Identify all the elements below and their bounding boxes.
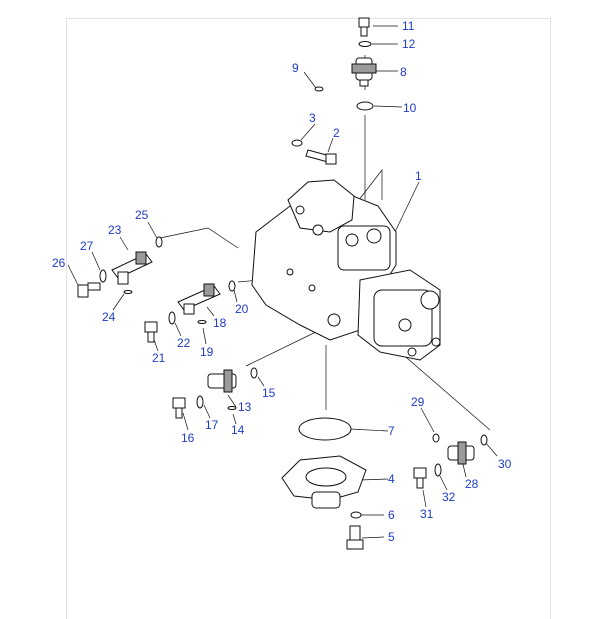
main-pump-assembly [251, 179, 441, 361]
leader-32 [439, 475, 448, 491]
assembly-line-30 [399, 351, 491, 431]
leader-31 [422, 489, 427, 508]
callout-3: 3 [309, 111, 316, 125]
oring-22 [168, 311, 176, 325]
callout-32: 32 [442, 490, 456, 504]
callout-25: 25 [135, 208, 149, 222]
leader-25 [147, 221, 159, 241]
callout-13: 13 [238, 400, 252, 414]
callout-4: 4 [388, 472, 395, 486]
callout-16: 16 [181, 431, 195, 445]
leader-14 [232, 413, 237, 425]
leader-22 [174, 322, 182, 337]
callout-7: 7 [388, 424, 395, 438]
washer-3 [291, 139, 303, 147]
bolt-31 [413, 467, 427, 489]
bolt-26 [77, 282, 101, 298]
leader-1 [394, 181, 420, 233]
leader-4 [359, 478, 389, 481]
bolt-21 [144, 321, 158, 343]
leader-29 [420, 407, 435, 433]
callout-22: 22 [177, 336, 191, 350]
callout-5: 5 [388, 530, 395, 544]
leader-30 [484, 441, 498, 457]
leader-24 [112, 293, 125, 311]
callout-15: 15 [262, 386, 276, 400]
oring-9 [314, 86, 324, 92]
assembly-line-15 [245, 329, 321, 367]
leader-18 [206, 306, 215, 317]
callout-24: 24 [102, 310, 116, 324]
callout-18: 18 [213, 316, 227, 330]
flange-4 [281, 455, 367, 509]
callout-11: 11 [402, 19, 415, 33]
oring-20 [228, 280, 236, 292]
bolt-2 [305, 149, 337, 165]
callout-27: 27 [80, 239, 94, 253]
callout-31: 31 [420, 507, 434, 521]
callout-29: 29 [411, 395, 425, 409]
callout-labels: 1 2 3 4 5 6 7 8 9 10 11 12 13 14 15 16 1… [52, 19, 512, 544]
callout-2: 2 [333, 126, 340, 140]
leader-20 [233, 289, 238, 303]
callout-14: 14 [231, 423, 245, 437]
oring-25 [155, 236, 163, 248]
leader-15 [257, 376, 265, 387]
assembly-line-25 [159, 227, 239, 249]
oring-32 [434, 463, 442, 477]
leader-9 [303, 71, 317, 89]
leader-10 [373, 105, 403, 108]
callout-20: 20 [235, 302, 249, 316]
callout-12: 12 [402, 37, 416, 51]
oring-14 [227, 406, 237, 410]
bolt-5 [346, 525, 364, 550]
oring-27 [99, 269, 107, 283]
leader-26 [67, 264, 79, 286]
leader-lines [67, 25, 498, 539]
leader-7 [349, 428, 389, 432]
bolt-11 [358, 17, 370, 37]
oring-29 [432, 433, 440, 443]
oring-10 [356, 101, 374, 111]
leader-17 [203, 404, 211, 419]
bolt-16 [172, 397, 186, 419]
callout-1: 1 [415, 169, 422, 183]
callout-23: 23 [108, 223, 122, 237]
oring-15 [250, 367, 258, 379]
oring-19 [197, 320, 207, 324]
callout-21: 21 [152, 351, 166, 365]
callout-10: 10 [403, 101, 417, 115]
callout-30: 30 [498, 457, 512, 471]
callout-6: 6 [388, 508, 395, 522]
oring-7 [298, 417, 352, 441]
washer-6 [350, 511, 362, 519]
callout-28: 28 [465, 477, 479, 491]
washer-12 [358, 41, 372, 47]
leader-3 [300, 123, 316, 141]
oring-24 [123, 290, 133, 294]
callout-8: 8 [400, 65, 407, 79]
elbow-18 [177, 283, 221, 315]
callout-19: 19 [200, 345, 214, 359]
leader-2 [327, 137, 334, 153]
fitting-8 [351, 57, 377, 87]
callout-17: 17 [205, 418, 219, 432]
oring-30 [480, 434, 488, 446]
leader-13 [227, 394, 237, 408]
leader-5 [361, 536, 385, 539]
oring-17 [196, 395, 204, 409]
leader-27 [91, 251, 101, 271]
leader-16 [182, 412, 189, 431]
leader-19 [202, 327, 207, 345]
callout-9: 9 [292, 61, 299, 75]
elbow-23 [111, 251, 153, 285]
fitting-13 [207, 369, 237, 393]
leader-23 [119, 236, 129, 251]
callout-26: 26 [52, 256, 66, 270]
exploded-parts-diagram: 1 2 3 4 5 6 7 8 9 10 11 12 13 14 15 16 1… [52, 17, 512, 550]
fitting-28 [447, 441, 475, 465]
assembly-line-1 [354, 168, 383, 206]
